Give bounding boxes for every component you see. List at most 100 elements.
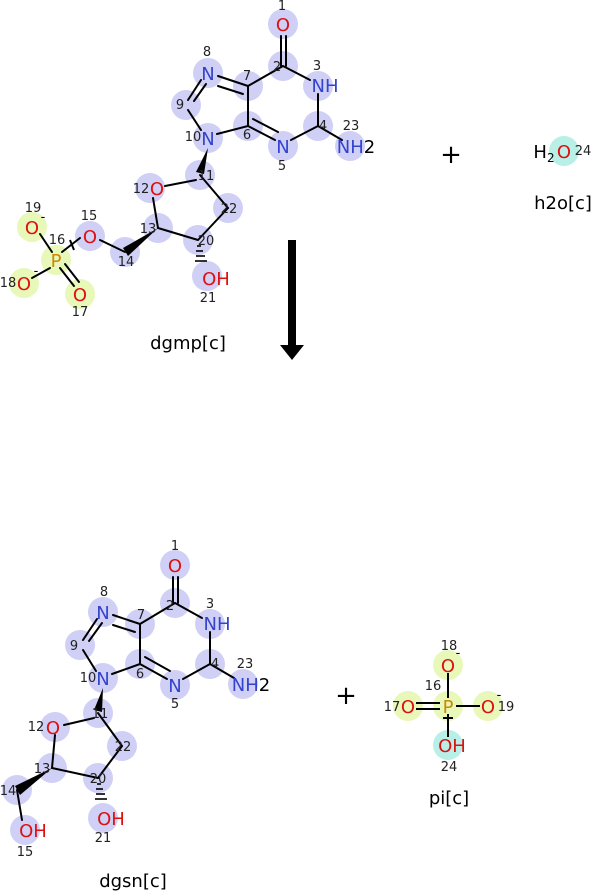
dgmp-atom-o21: OH <box>202 269 230 290</box>
svg-text:22: 22 <box>221 202 238 217</box>
molecule-dgmp: O NH N N N NH2 O OH O P O O O - - 1 2 3 … <box>0 0 375 354</box>
dgmp-atom-o15: O <box>83 227 97 248</box>
plus-top: + <box>440 140 462 170</box>
dgsn-highlights <box>2 550 258 845</box>
svg-text:12: 12 <box>28 720 45 735</box>
svg-text:20: 20 <box>90 772 107 787</box>
svg-text:1: 1 <box>171 539 179 554</box>
svg-text:2: 2 <box>166 599 174 614</box>
pi-bonds <box>416 673 480 737</box>
svg-text:1: 1 <box>278 0 286 14</box>
h2o-highlight <box>549 136 579 166</box>
dgsn-atom-n3h: NH <box>204 614 231 635</box>
dgmp-bonds <box>31 35 343 287</box>
dgmp-atom-nh2: NH2 <box>337 137 375 158</box>
dgmp-atom-n10: N <box>201 129 214 150</box>
pi-atom-p16: P <box>443 697 454 718</box>
dgmp-atom-o19: O <box>25 218 39 239</box>
dgsn-bonds <box>16 576 235 821</box>
svg-text:18: 18 <box>441 639 458 654</box>
dgmp-charges: - - <box>34 210 46 279</box>
svg-text:12: 12 <box>133 182 150 197</box>
svg-text:24: 24 <box>441 760 458 775</box>
dgmp-atom-indices: 1 2 3 4 5 6 7 8 9 10 11 12 13 14 15 16 1… <box>0 0 359 320</box>
svg-text:16: 16 <box>49 233 66 248</box>
svg-text:8: 8 <box>203 45 211 60</box>
svg-text:2: 2 <box>273 60 281 75</box>
svg-text:-: - <box>41 210 46 225</box>
svg-text:19: 19 <box>498 700 515 715</box>
svg-text:19: 19 <box>25 201 42 216</box>
h2o-atom-o24: O <box>557 142 571 163</box>
pi-atom-oh24: OH <box>438 736 466 757</box>
pi-highlights <box>393 650 503 760</box>
svg-text:18: 18 <box>0 276 16 291</box>
h2o-label: h2o[c] <box>534 193 592 214</box>
dgmp-wedge-n10-c11 <box>196 148 208 174</box>
pi-atom-o17: O <box>401 697 415 718</box>
dgmp-atom-n5: N <box>276 137 289 158</box>
dgmp-atom-o1: O <box>276 15 290 36</box>
dgsn-atom-nh2: NH2 <box>232 675 270 696</box>
dgsn-atom-n8: N <box>96 603 109 624</box>
dgmp-p-tick <box>69 239 75 251</box>
dgsn-atoms: O NH N N N NH2 O OH OH <box>19 556 270 842</box>
dgsn-wedge-c13-c14 <box>15 768 52 795</box>
svg-text:15: 15 <box>17 845 34 860</box>
svg-text:13: 13 <box>34 762 51 777</box>
svg-text:21: 21 <box>200 291 217 306</box>
svg-text:4: 4 <box>211 657 219 672</box>
dgsn-atom-o12: O <box>46 718 60 739</box>
pi-atoms: P O O O OH <box>401 656 495 757</box>
svg-text:9: 9 <box>70 639 78 654</box>
pi-charges: - - <box>456 646 502 703</box>
molecule-pi: P O O O OH - - 18 16 17 19 24 pi[c] <box>384 639 515 809</box>
dgsn-label: dgsn[c] <box>99 871 167 892</box>
dgmp-atom-o17: O <box>73 285 87 306</box>
dgsn-hash-c20-o21 <box>95 783 107 800</box>
svg-text:17: 17 <box>72 305 89 320</box>
svg-text:17: 17 <box>384 700 401 715</box>
svg-text:4: 4 <box>319 119 327 134</box>
reaction-arrow <box>280 240 304 360</box>
svg-text:15: 15 <box>81 209 98 224</box>
dgsn-wedge-n10-c11 <box>94 688 103 712</box>
svg-text:23: 23 <box>237 657 254 672</box>
dgmp-atom-p16: P <box>51 251 62 272</box>
dgsn-atom-o1: O <box>168 556 182 577</box>
pi-atom-o18: O <box>441 656 455 677</box>
svg-text:-: - <box>456 646 461 661</box>
svg-text:10: 10 <box>80 671 97 686</box>
svg-text:11: 11 <box>198 169 215 184</box>
svg-text:11: 11 <box>92 707 109 722</box>
svg-text:6: 6 <box>243 128 251 143</box>
pi-atom-o19: O <box>481 697 495 718</box>
dgmp-label: dgmp[c] <box>150 333 226 354</box>
molecule-dgsn: O NH N N N NH2 O OH OH 1 2 3 4 5 6 7 8 9… <box>0 539 270 892</box>
svg-text:3: 3 <box>206 597 214 612</box>
plus-bottom: + <box>335 681 357 711</box>
dgmp-atom-n8: N <box>201 64 214 85</box>
svg-text:10: 10 <box>185 130 202 145</box>
svg-text:3: 3 <box>313 59 321 74</box>
h2o-formula: H2 <box>533 142 554 165</box>
svg-text:-: - <box>497 688 502 703</box>
svg-text:14: 14 <box>118 255 135 270</box>
svg-text:13: 13 <box>140 222 157 237</box>
svg-text:21: 21 <box>95 831 112 846</box>
dgmp-atoms: O NH N N N NH2 O OH O P O O O <box>17 15 375 306</box>
svg-text:8: 8 <box>100 585 108 600</box>
svg-text:5: 5 <box>278 159 286 174</box>
dgmp-wedge-c13-c14 <box>123 228 158 256</box>
dgmp-atom-o12: O <box>150 179 164 200</box>
dgmp-hash-c20-o21 <box>195 245 207 262</box>
pi-label: pi[c] <box>429 788 469 809</box>
svg-text:5: 5 <box>171 697 179 712</box>
svg-text:16: 16 <box>425 679 442 694</box>
svg-text:7: 7 <box>243 69 251 84</box>
svg-text:23: 23 <box>343 119 360 134</box>
svg-text:-: - <box>34 264 39 279</box>
dgsn-atom-o15: OH <box>19 821 47 842</box>
